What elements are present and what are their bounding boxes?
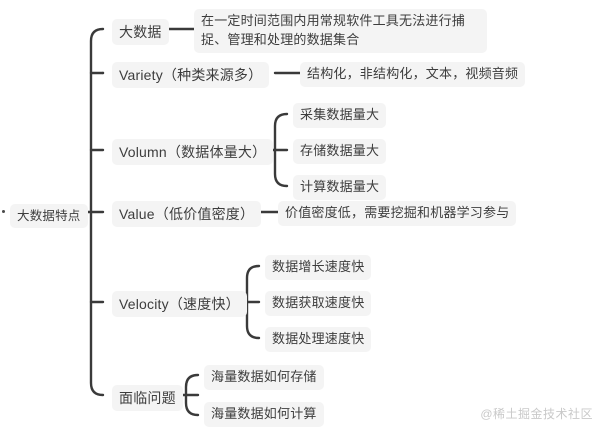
branch-node-volumn[interactable]: Volumn（数据体量大） xyxy=(112,139,274,166)
branch-node-value[interactable]: Value（低价值密度） xyxy=(112,201,262,228)
leaf-node-issue-compute[interactable]: 海量数据如何计算 xyxy=(204,402,324,427)
leaf-node-volumn-compute[interactable]: 计算数据量大 xyxy=(293,175,387,200)
leaf-node-velocity-acquire[interactable]: 数据获取速度快 xyxy=(265,291,372,316)
branch-node-velocity[interactable]: Velocity（速度快） xyxy=(112,291,247,318)
branch-node-variety[interactable]: Variety（种类来源多） xyxy=(112,62,270,89)
branch-node-dashuju[interactable]: 大数据 xyxy=(112,19,169,46)
root-node[interactable]: 大数据特点 xyxy=(10,204,88,229)
root-bullet-icon xyxy=(2,210,5,213)
leaf-node-velocity-process[interactable]: 数据处理速度快 xyxy=(265,327,372,352)
leaf-node-issue-storage[interactable]: 海量数据如何存储 xyxy=(204,365,324,390)
main-spine-line xyxy=(89,27,105,397)
branch-node-issues[interactable]: 面临问题 xyxy=(112,385,183,412)
watermark-text: @稀土掘金技术社区 xyxy=(480,407,593,421)
leaf-node-volumn-collect[interactable]: 采集数据量大 xyxy=(293,103,387,128)
desc-node-dashuju[interactable]: 在一定时间范围内用常规软件工具无法进行捕捉、管理和处理的数据集合 xyxy=(194,9,487,53)
desc-node-variety[interactable]: 结构化，非结构化，文本，视频音频 xyxy=(300,62,526,87)
leaf-node-volumn-store[interactable]: 存储数据量大 xyxy=(293,139,387,164)
leaf-node-velocity-growth[interactable]: 数据增长速度快 xyxy=(265,255,372,280)
desc-node-value[interactable]: 价值密度低，需要挖掘和机器学习参与 xyxy=(278,201,517,226)
